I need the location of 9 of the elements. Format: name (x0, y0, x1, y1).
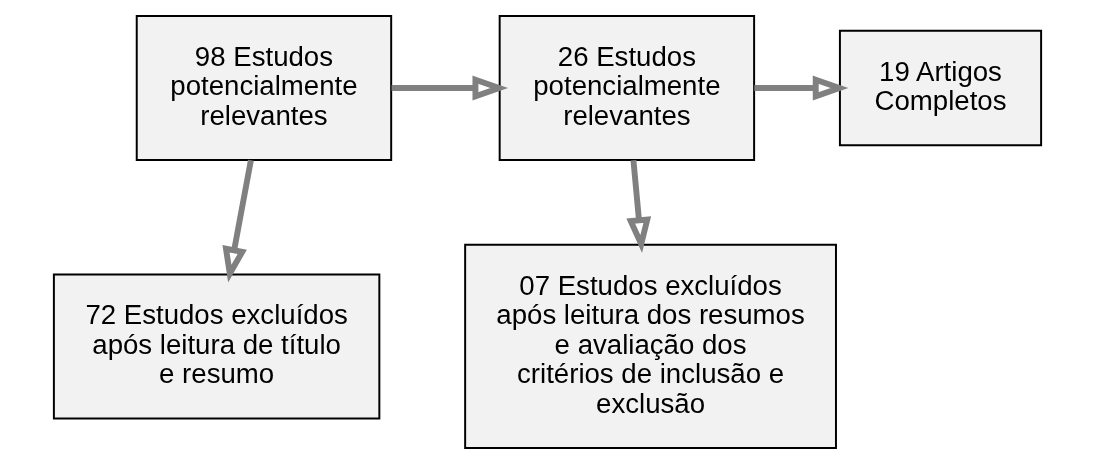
node-box: 98 Estudos potencialmente relevantes (135, 15, 392, 161)
node-box: 07 Estudos excluídos após leitura dos resumos e avaliação dos critérios de inclusão e exclusão (463, 243, 837, 449)
node-box: 72 Estudos excluídos após leitura de título e resumo (52, 273, 380, 420)
arrow (221, 159, 254, 283)
arrow (625, 159, 651, 253)
node-box: 19 Artigos Completos (838, 29, 1042, 147)
node-box: 26 Estudos potencialmente relevantes (498, 15, 755, 161)
arrow (391, 75, 508, 101)
arrow (753, 75, 848, 101)
